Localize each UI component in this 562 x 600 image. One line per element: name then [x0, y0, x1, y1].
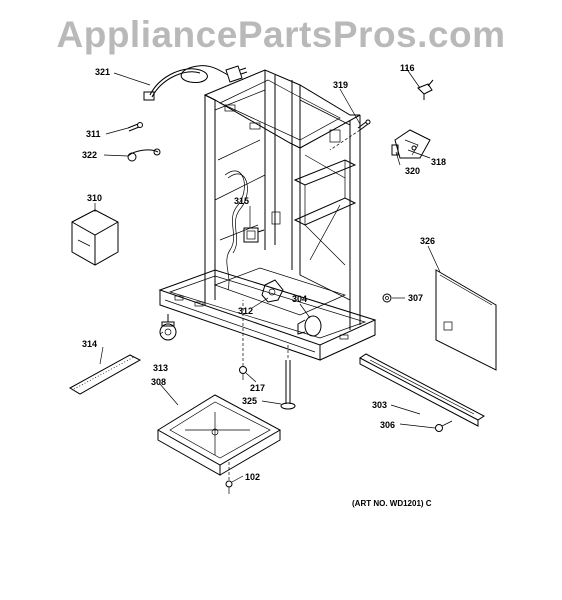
pump-part-312 — [261, 279, 284, 303]
cover-box-part — [71, 209, 119, 266]
label-326: 326 — [420, 236, 435, 246]
leveling-leg-part — [280, 345, 296, 410]
part-labels: 321 116 319 311 322 318 320 310 315 326 … — [82, 63, 446, 482]
cabinet-frame — [203, 69, 361, 330]
label-312: 312 — [238, 306, 253, 316]
label-311: 311 — [86, 129, 101, 139]
strip-part-314 — [68, 354, 142, 395]
screw-part-102 — [225, 460, 233, 494]
label-322: 322 — [82, 150, 97, 160]
label-102: 102 — [245, 472, 260, 482]
leader-lines — [94, 67, 441, 483]
caster-part-313 — [159, 314, 177, 341]
motor-part-304 — [297, 315, 322, 337]
base-frame — [158, 267, 377, 361]
label-314: 314 — [82, 339, 97, 349]
bracket-part-318 — [391, 129, 431, 159]
label-319: 319 — [333, 80, 348, 90]
label-217: 217 — [250, 383, 265, 393]
screw-part-217 — [239, 300, 247, 380]
label-313: 313 — [153, 363, 168, 373]
watermark-text: AppliancePartsPros.com — [56, 14, 506, 55]
art-number-caption: (ART NO. WD1201) C — [352, 499, 432, 508]
connector-part-322 — [127, 148, 161, 162]
label-321: 321 — [95, 67, 110, 77]
side-panel-part — [435, 269, 497, 371]
screw-part-319 — [329, 119, 371, 151]
base-pan-part — [157, 394, 282, 476]
label-303: 303 — [372, 400, 387, 410]
label-320: 320 — [405, 166, 420, 176]
rail-part-303 — [359, 353, 485, 427]
label-325: 325 — [242, 396, 257, 406]
label-116: 116 — [400, 63, 415, 73]
label-308: 308 — [151, 377, 166, 387]
label-310: 310 — [87, 193, 102, 203]
label-306: 306 — [380, 420, 395, 430]
label-318: 318 — [431, 157, 446, 167]
screw-part-306 — [435, 420, 453, 432]
label-315: 315 — [234, 196, 249, 206]
label-307: 307 — [408, 293, 423, 303]
switch-part-315 — [243, 227, 265, 243]
power-cord-part — [143, 65, 248, 101]
small-switch-part — [417, 79, 434, 100]
label-304: 304 — [292, 294, 307, 304]
screw-part-311 — [127, 122, 143, 132]
nut-part-307 — [382, 293, 392, 303]
